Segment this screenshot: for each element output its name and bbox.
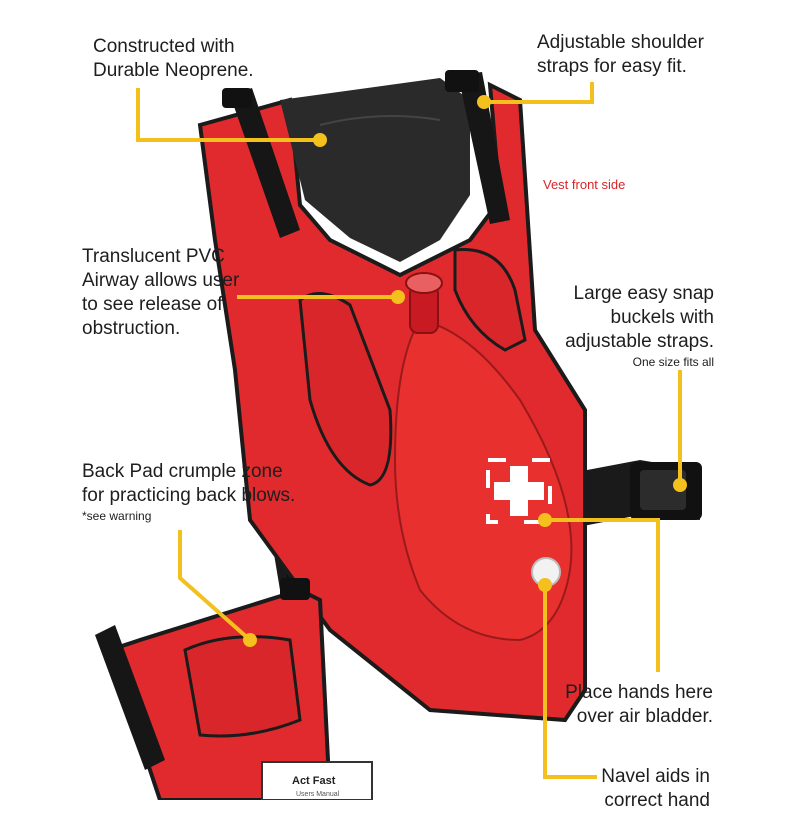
collar-seam	[319, 115, 441, 126]
callout-hands-line-1: Place hands here	[565, 682, 713, 703]
strap-buckle-right	[445, 70, 479, 92]
callout-neoprene-line-1: Constructed with	[93, 36, 235, 57]
air-bladder	[393, 318, 573, 642]
manual-tag-brand: Act Fast	[292, 775, 336, 787]
callout-backpad-line-1: Back Pad crumple zone	[82, 461, 283, 482]
callout-buckles: Large easy snap buckels with adjustable …	[565, 282, 714, 370]
callout-pvc: Translucent PVC Airway allows user to se…	[82, 245, 239, 341]
vest-front-label: Vest front side	[543, 177, 626, 192]
callout-neoprene: Constructed with Durable Neoprene.	[93, 35, 254, 83]
callout-pvc-line-2: Airway allows user	[82, 270, 240, 291]
callout-buckles-line-2: buckels with	[610, 307, 715, 328]
callout-pvc-line-4: obstruction.	[82, 318, 181, 339]
callout-buckles-line-3: adjustable straps.	[565, 331, 714, 352]
chest-pad-right	[453, 248, 527, 352]
manual-tag-title: Users Manual	[296, 791, 340, 798]
callout-backpad-line-2: for practicing back blows.	[82, 485, 296, 506]
callout-hands: Place hands here over air bladder.	[565, 681, 713, 729]
callout-line-navel	[543, 585, 597, 779]
callout-straps-line-1: Adjustable shoulder	[537, 32, 704, 53]
crumple-zone-pad	[183, 635, 302, 738]
shoulder-strap-right	[458, 72, 510, 224]
callout-pvc-line-3: to see release of	[82, 294, 223, 315]
buckle-inner	[640, 470, 686, 510]
back-pad-buckle	[280, 578, 310, 600]
callout-pvc-line-1: Translucent PVC	[82, 246, 225, 267]
callout-navel: Navel aids in correct hand	[601, 765, 710, 813]
callout-hands-line-2: over air bladder.	[576, 706, 713, 727]
manual-tag	[261, 761, 373, 800]
callout-straps: Adjustable shoulder straps for easy fit.	[537, 31, 704, 79]
callout-lines	[136, 82, 682, 779]
callout-backpad: Back Pad crumple zone for practicing bac…	[82, 460, 295, 524]
callout-navel-line-1: Navel aids in	[601, 766, 710, 787]
callout-navel-line-2: correct hand	[604, 790, 710, 811]
callout-line-neoprene	[136, 88, 320, 142]
callout-buckles-line-1: Large easy snap	[573, 283, 715, 304]
callout-line-hands	[545, 518, 660, 672]
callout-backpad-note: *see warning	[82, 509, 152, 523]
strap-buckle-left	[222, 88, 252, 108]
callout-line-straps	[484, 82, 594, 104]
first-aid-cross-icon	[486, 458, 552, 524]
shoulder-strap-left	[230, 88, 300, 238]
callout-line-backpad	[178, 530, 252, 642]
back-pad-strap	[95, 625, 165, 770]
airway-mouth	[405, 272, 443, 294]
callout-straps-line-2: straps for easy fit.	[537, 56, 687, 77]
callout-neoprene-line-2: Durable Neoprene.	[93, 60, 254, 81]
callout-buckles-note: One size fits all	[632, 355, 714, 369]
callout-dots	[243, 95, 687, 647]
